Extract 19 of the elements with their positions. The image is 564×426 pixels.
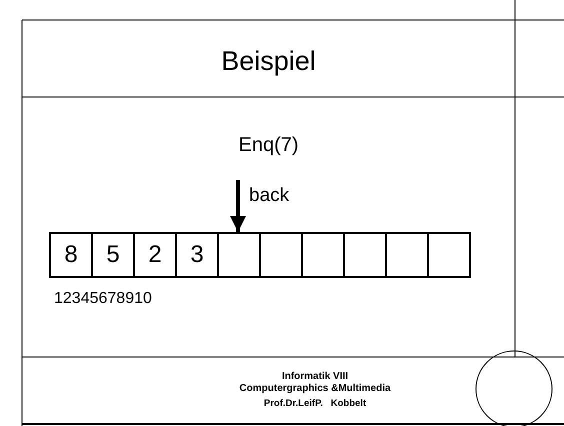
index-numbers: 12345678910 (54, 290, 152, 308)
pointer-label: back (249, 185, 290, 207)
footer-text: Prof.Dr.LeifP. Kobbelt (262, 398, 368, 409)
operation-label: Enq(7) (237, 134, 300, 157)
array-cell: 8 (49, 232, 93, 278)
slide-title: Beispiel (220, 46, 317, 77)
array-cell: 2 (133, 232, 177, 278)
empty-array-cell (301, 232, 345, 278)
footer-text: Computergraphics &Multimedia (238, 383, 392, 394)
arrow (230, 180, 246, 232)
array-cell: 3 (175, 232, 219, 278)
empty-array-cell (385, 232, 429, 278)
empty-array-cell (217, 232, 261, 278)
footer-text: Informatik VIII (280, 371, 350, 382)
empty-array-cell (427, 232, 471, 278)
array-cell: 5 (91, 232, 135, 278)
empty-array-cell (259, 232, 303, 278)
circle-outline (476, 350, 552, 426)
empty-array-cell (343, 232, 387, 278)
